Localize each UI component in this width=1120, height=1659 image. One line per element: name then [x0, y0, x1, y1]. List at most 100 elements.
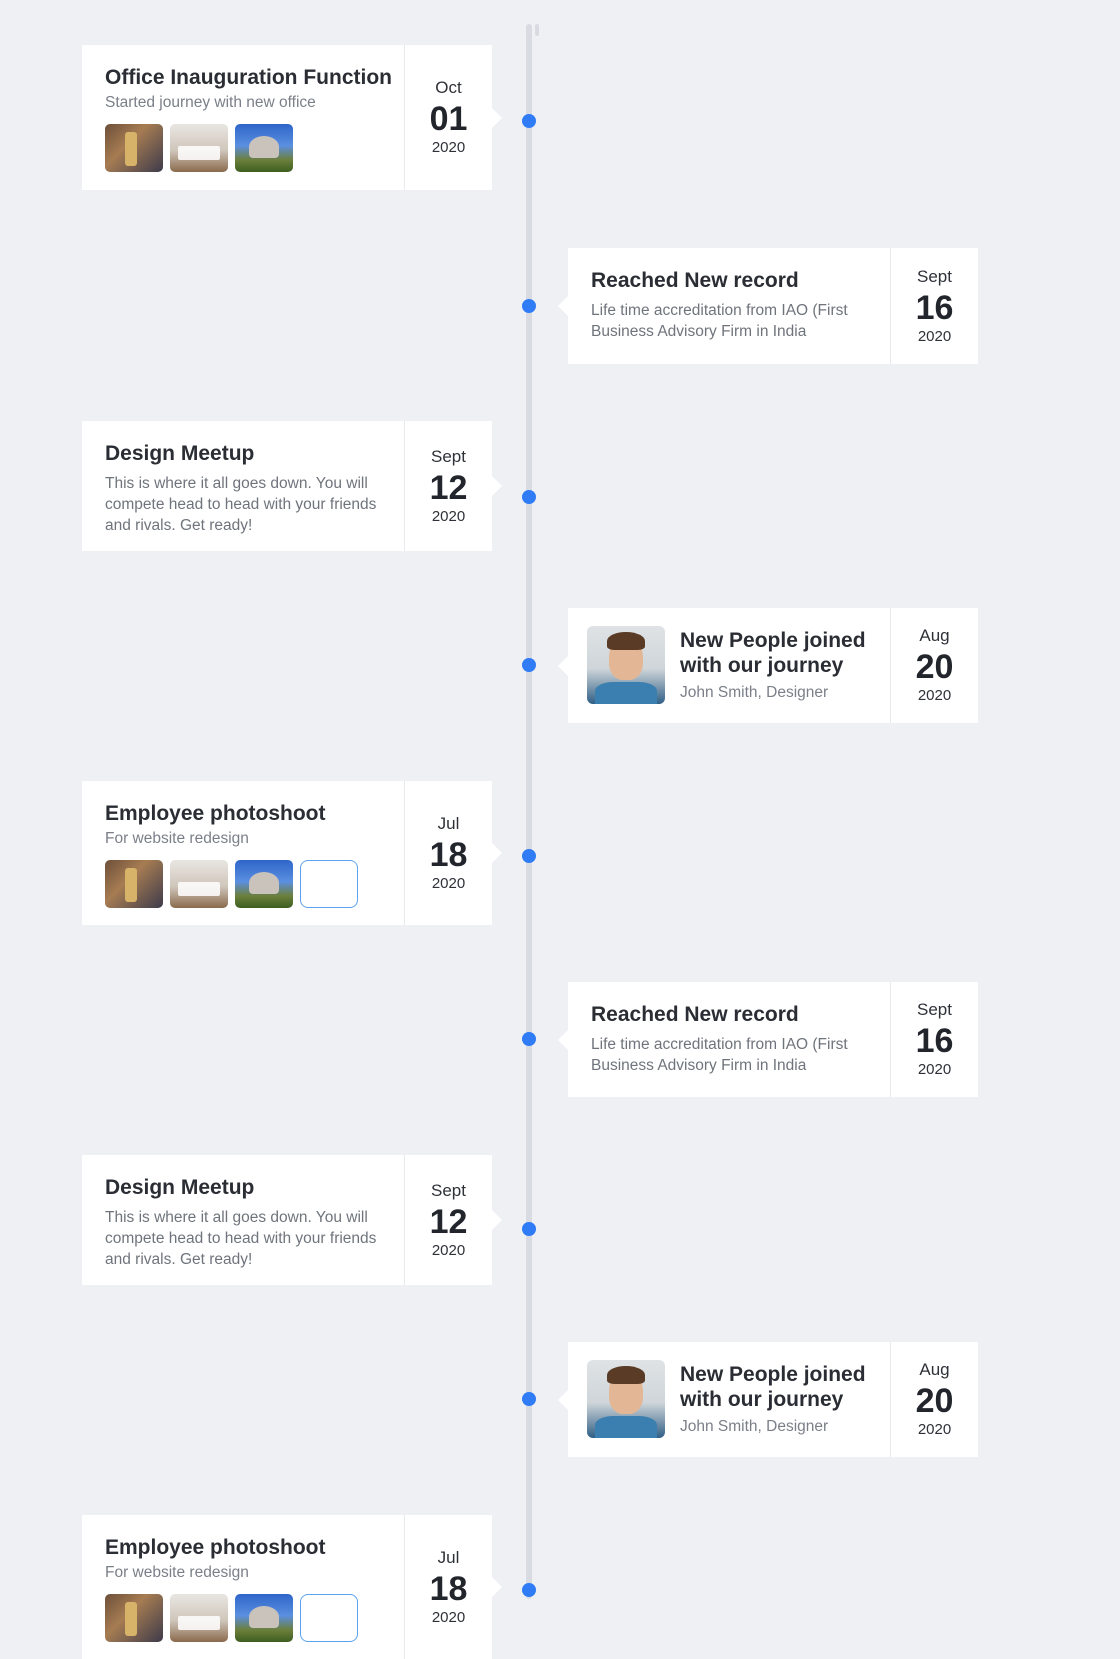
card-title: New People joined with our journey — [680, 1362, 866, 1411]
timeline-dot — [522, 1222, 536, 1236]
photo-gallery — [105, 1594, 382, 1642]
card-pointer — [558, 1389, 568, 1410]
photo-thumbnail[interactable] — [105, 124, 163, 172]
date-year: 2020 — [431, 874, 466, 892]
card-pointer — [558, 655, 568, 676]
card-title: Employee photoshoot — [105, 802, 326, 825]
photo-thumbnail[interactable] — [170, 860, 228, 908]
person-role: John Smith, Designer — [680, 683, 829, 701]
card-pointer — [492, 107, 502, 128]
date-year: 2020 — [917, 1061, 952, 1078]
photo-thumbnail[interactable] — [105, 1594, 163, 1642]
timeline-line — [526, 24, 532, 1599]
date-day: 20 — [915, 1382, 954, 1420]
card-title: Reached New record — [591, 269, 799, 292]
date-year: 2020 — [431, 507, 466, 525]
photo-thumbnail[interactable] — [235, 124, 293, 172]
card-description: Life time accreditation from IAO (First … — [591, 302, 848, 340]
timeline-dot — [522, 849, 536, 863]
photo-gallery — [105, 860, 382, 908]
timeline-dot — [522, 658, 536, 672]
date-month: Sept — [917, 266, 952, 286]
date-month: Aug — [919, 626, 950, 645]
photo-thumbnail[interactable] — [170, 124, 228, 172]
more-photos-button[interactable] — [300, 1594, 358, 1642]
card-title: New People joined with our journey — [680, 628, 866, 677]
date-year: 2020 — [431, 1608, 466, 1626]
card-subtitle: For website redesign — [105, 830, 249, 847]
date-month: Oct — [435, 78, 462, 97]
date-month: Sept — [431, 446, 466, 466]
timeline-dot — [522, 1583, 536, 1597]
date-month: Jul — [437, 813, 460, 833]
timeline-dot — [522, 1032, 536, 1046]
photo-thumbnail[interactable] — [235, 860, 293, 908]
date-day: 12 — [429, 468, 468, 507]
timeline-dot — [522, 114, 536, 128]
card-title: Employee photoshoot — [105, 1536, 326, 1559]
card-description: This is where it all goes down. You will… — [105, 475, 377, 534]
avatar[interactable] — [587, 626, 665, 704]
timeline-dot — [522, 299, 536, 313]
card-title: Design Meetup — [105, 1176, 255, 1199]
date-day: 20 — [915, 648, 954, 686]
card-subtitle: Started journey with new office — [105, 94, 316, 111]
date-month: Aug — [919, 1360, 950, 1379]
card-subtitle: For website redesign — [105, 1564, 249, 1581]
card-pointer — [492, 476, 502, 496]
card-title: Office Inauguration Function — [105, 66, 392, 89]
card-description: Life time accreditation from IAO (First … — [591, 1036, 848, 1074]
photo-thumbnail[interactable] — [235, 1594, 293, 1642]
card-pointer — [558, 296, 568, 316]
date-day: 16 — [915, 288, 954, 327]
date-year: 2020 — [917, 687, 952, 704]
date-month: Sept — [917, 1000, 952, 1019]
person-role: John Smith, Designer — [680, 1417, 829, 1435]
date-day: 16 — [915, 1022, 954, 1060]
photo-thumbnail[interactable] — [105, 860, 163, 908]
timeline-scroll-cap — [535, 24, 539, 36]
date-day: 01 — [429, 100, 468, 138]
date-month: Jul — [437, 1547, 460, 1567]
timeline-dot — [522, 1392, 536, 1406]
card-pointer — [492, 1210, 502, 1230]
more-photos-button[interactable] — [300, 860, 358, 908]
avatar[interactable] — [587, 1360, 665, 1438]
date-year: 2020 — [431, 139, 466, 156]
card-pointer — [558, 1029, 568, 1050]
date-year: 2020 — [917, 1421, 952, 1438]
card-description: This is where it all goes down. You will… — [105, 1209, 377, 1268]
date-month: Sept — [431, 1180, 466, 1200]
date-year: 2020 — [431, 1241, 466, 1259]
photo-thumbnail[interactable] — [170, 1594, 228, 1642]
date-year: 2020 — [917, 327, 952, 345]
